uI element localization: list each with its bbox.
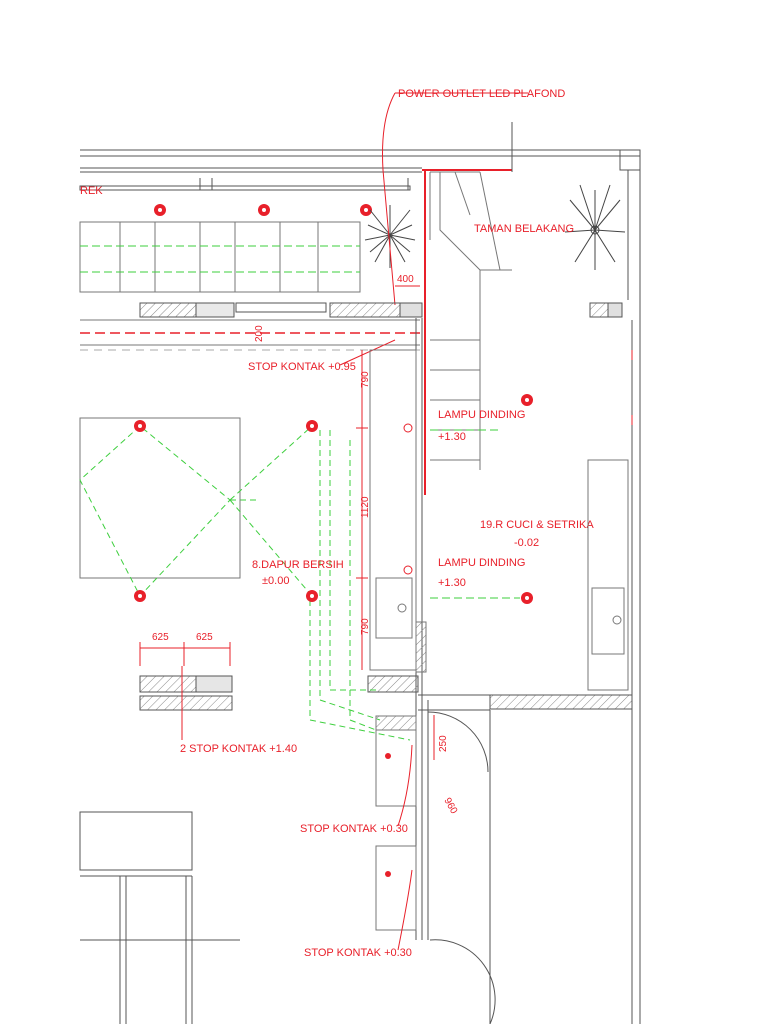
dim-200: 200 [254, 325, 265, 342]
dim-790-b: 790 [360, 618, 371, 635]
stop-kontak-095-label: STOP KONTAK +0.95 [248, 361, 356, 373]
lower-left-furniture [79, 811, 240, 1024]
lampu-dinding-2-height: +1.30 [438, 577, 466, 589]
dapur-bersih-level: ±0.00 [262, 575, 289, 587]
wall-light-marker-2 [403, 565, 413, 575]
rek-label: REK [80, 185, 103, 197]
dim-250: 250 [438, 735, 449, 752]
top-wall [80, 149, 641, 173]
dim-1120: 1120 [360, 496, 371, 518]
dim-625-b: 625 [196, 632, 213, 643]
rek-shelf [79, 178, 411, 191]
taman-label: TAMAN BELAKANG [474, 223, 574, 235]
dim-ticks [356, 350, 368, 670]
dim-790-a: 790 [360, 371, 371, 388]
door-swing-1 [427, 710, 496, 1024]
lampu-dinding-1-label: LAMPU DINDING [438, 409, 525, 421]
stair-upper [429, 171, 512, 470]
socket-marker-1 [385, 753, 391, 759]
upper-cabinets [79, 221, 361, 293]
wall-light-marker-1 [403, 423, 413, 433]
kitchen-counter [369, 349, 427, 673]
socket-marker-2 [385, 871, 391, 877]
dapur-bersih-label: 8.DAPUR BERSIH [252, 559, 344, 571]
mid-wall [139, 302, 623, 318]
green-wiring-guides [230, 430, 411, 741]
dim-625-a: 625 [152, 632, 169, 643]
dim-960: 960 [441, 796, 459, 816]
room-cuci-level: -0.02 [514, 537, 539, 549]
lower-wall [367, 675, 633, 711]
stop-kontak-030-label-2: STOP KONTAK +0.30 [304, 947, 412, 959]
power-outlet-leader [382, 92, 528, 306]
room-cuci-label: 19.R CUCI & SETRIKA [480, 519, 594, 531]
laundry-fixtures [587, 350, 633, 691]
stop-kontak-leaders [397, 744, 413, 951]
dim-400: 400 [397, 274, 414, 285]
power-outlet-label: POWER OUTLET LED PLAFOND [398, 88, 565, 100]
plant-symbol-1 [364, 205, 416, 268]
island-table [79, 417, 241, 579]
upper-green-guides [80, 245, 360, 273]
lower-appliance [375, 715, 417, 931]
mid-lines [80, 319, 420, 346]
dim-625-line [139, 642, 231, 666]
plant-symbol-2 [564, 184, 626, 270]
lampu-dinding-2-label: LAMPU DINDING [438, 557, 525, 569]
two-stop-kontak-label: 2 STOP KONTAK +1.40 [180, 743, 297, 755]
bench-wall [139, 675, 233, 711]
stop-kontak-030-label-1: STOP KONTAK +0.30 [300, 823, 408, 835]
right-wall [627, 150, 641, 1024]
lampu-dinding-1-height: +1.30 [438, 431, 466, 443]
